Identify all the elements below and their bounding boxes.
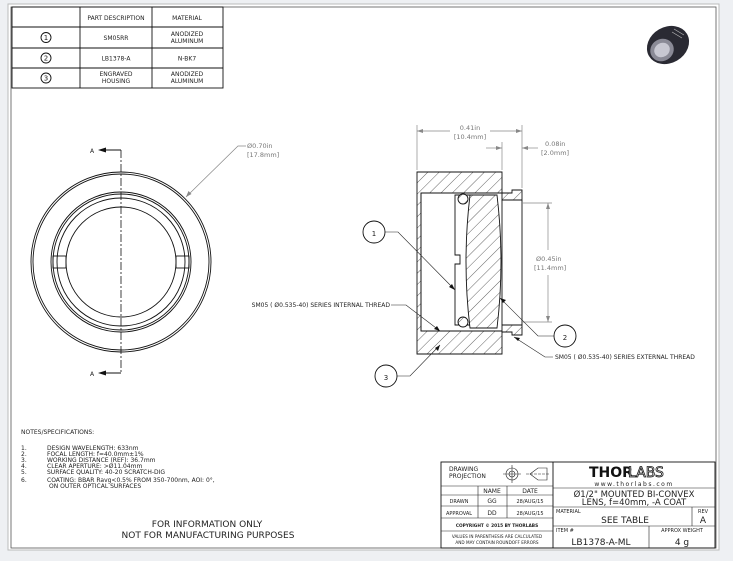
row-material: N-BK7 [178,56,196,63]
approval-name: DD [487,510,497,517]
row-balloon: 3 [44,75,48,83]
balloon-3 [374,364,398,388]
aperture-mm: [11.4mm] [534,264,566,272]
drawn-name: GG [487,498,497,505]
note-number: 5. [21,469,27,476]
notes-title: NOTES/SPECIFICATIONS: [21,429,94,436]
note-number: 3. [21,457,27,464]
note-number: 4. [21,463,27,470]
weight-label: APPROX WEIGHT [661,528,704,534]
disclaimer-line-1: FOR INFORMATION ONLY [152,520,263,530]
header-material: MATERIAL [172,15,202,22]
rev-value: A [700,516,707,526]
row-description: LB1378-A [102,56,132,63]
note-number: 2. [21,451,27,458]
row-material: ANODIZED [171,31,204,38]
balloon-2 [553,324,577,348]
note-number: 1. [21,445,27,452]
section-label-bottom: A [90,371,95,378]
notes-specifications: NOTES/SPECIFICATIONS: 1. DESIGN WAVELENG… [21,429,215,490]
weight-value: 4 g [675,538,689,548]
length-mm: [10.4mm] [454,133,486,141]
header-part-description: PART DESCRIPTION [87,15,144,22]
note-number: 6. [21,477,27,484]
balloon-2-label: 2 [563,334,567,342]
balloon-1 [362,220,386,244]
balloon-icon [40,72,52,84]
row-description: HOUSING [102,78,131,85]
projection-label: DRAWING [449,466,479,473]
note-text: FOCAL LENGTH: f=40.0mm±1% [47,451,144,458]
page [7,3,720,551]
section-view: 0.41in [10.4mm] 0.08in [2.0mm] Ø0.45in [… [252,124,695,388]
drawn-label: DRAWN [450,499,469,505]
note-text: ON OUTER OPTICAL SURFACES [49,483,141,490]
name-header: NAME [483,488,501,495]
values-note: AND MAY CONTAIN ROUNDOFF ERRORS [455,540,538,545]
outer-diameter-dimension: Ø0.70in [247,142,273,150]
page-border [10,6,717,549]
drawing-title: Ø1/2" MOUNTED BI-CONVEX [574,489,695,500]
length-dimension: 0.41in [460,124,480,132]
logo-light: LABS [628,465,664,481]
rev-label: REV [698,509,709,515]
note-text: CLEAR APERTURE: >Ø11.04mm [47,463,142,470]
material-value: SEE TABLE [601,516,649,526]
title-block: DRAWING PROJECTION NAME DATE DRAWN GG 28… [440,461,716,549]
row-description: SM05RR [104,35,129,42]
product-image [646,25,690,65]
front-view: A A Ø0.70in [17.8mm] [30,142,279,378]
date-header: DATE [522,488,538,495]
copyright: COPYRIGHT © 2015 BY THORLABS [456,523,538,529]
parts-table: PART DESCRIPTION MATERIAL 1 SM05RR ANODI… [11,6,224,89]
balloon-icon [40,52,52,64]
approval-date: 28/AUG/15 [516,511,543,517]
row-material: ANODIZED [171,71,204,78]
approval-label: APPROVAL [446,511,472,517]
row-material: ALUMINUM [171,78,204,85]
external-thread-note: SM05 ( Ø0.535-40) SERIES EXTERNAL THREAD [555,354,695,361]
thread-length-dimension: 0.08in [545,140,565,148]
section-label-top: A [90,148,95,155]
item-number: LB1378-A-ML [571,538,630,548]
drawing-title: LENS, f=40mm, -A COAT [582,498,687,508]
item-label: ITEM # [556,528,574,534]
logo-bold: THOR [589,465,633,481]
note-text: WORKING DISTANCE (REF): 36.7mm [47,457,156,464]
row-balloon: 1 [44,34,48,42]
outer-diameter-mm: [17.8mm] [247,151,279,159]
thorlabs-logo: THOR LABS [589,465,664,482]
projection-label: PROJECTION [449,473,486,480]
aperture-dimension: Ø0.45in [536,255,562,263]
drawn-date: 28/AUG/15 [516,499,543,505]
material-label: MATERIAL [556,509,581,515]
disclaimer-line-2: NOT FOR MANUFACTURING PURPOSES [122,531,295,541]
internal-thread-note: SM05 ( Ø0.535-40) SERIES INTERNAL THREAD [252,302,391,309]
balloon-3-label: 3 [384,374,388,382]
third-angle-projection-icon [503,465,549,483]
row-description: ENGRAVED [99,71,132,78]
note-text: DESIGN WAVELENGTH: 633nm [47,445,139,452]
row-material: ALUMINUM [171,38,204,45]
balloon-icon [40,32,52,43]
row-balloon: 2 [44,55,48,63]
website: www.thorlabs.com [594,481,673,488]
thread-length-mm: [2.0mm] [541,149,569,157]
note-text: SURFACE QUALITY: 40-20 SCRATCH-DIG [47,469,165,476]
values-note: VALUES IN PARENTHESIS ARE CALCULATED [452,534,542,539]
balloon-1-label: 1 [372,230,376,238]
note-text: COATING: BBAR Ravg<0.5% FROM 350-700nm, … [47,477,215,484]
